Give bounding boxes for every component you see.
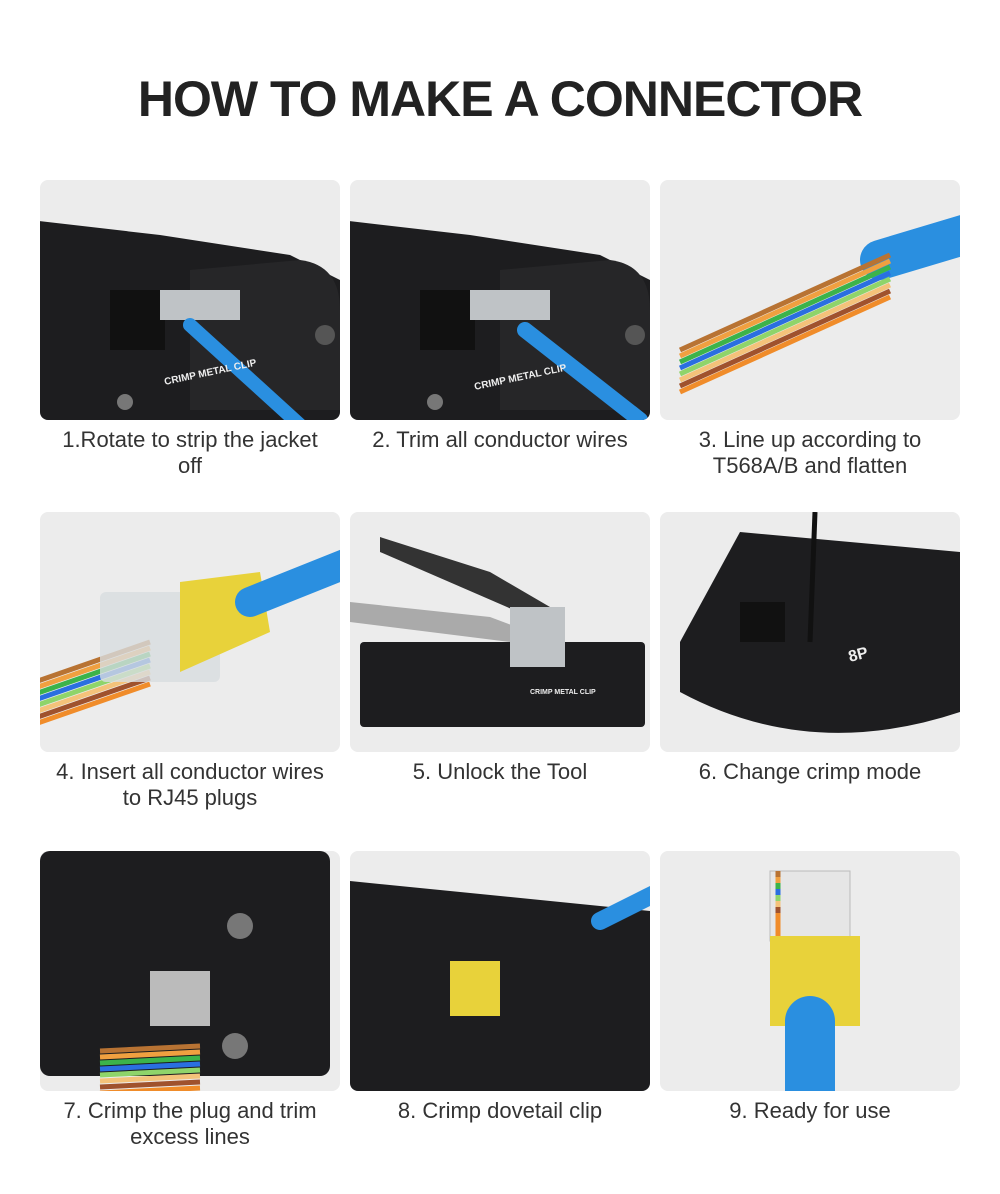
step-caption: 2. Trim all conductor wires bbox=[372, 427, 628, 452]
step-1: CRIMP METAL CLIP 1.Rotate to strip the j… bbox=[40, 180, 340, 479]
step-9: 9. Ready for use bbox=[660, 851, 960, 1124]
step-6: 8P 6. Change crimp mode bbox=[660, 512, 960, 785]
step-2: CRIMP METAL CLIP 2. Trim all conductor w… bbox=[350, 180, 650, 453]
step-3: 3. Line up according to T568A/B and flat… bbox=[660, 180, 960, 479]
product-print-text: CRIMP METAL CLIP bbox=[530, 689, 596, 696]
step-image: CRIMP METAL CLIP bbox=[350, 512, 650, 752]
step-7: 7. Crimp the plug and trim excess lines bbox=[40, 851, 340, 1150]
step-image bbox=[40, 512, 340, 752]
step-image bbox=[350, 851, 650, 1091]
product-print-text: 8P bbox=[847, 644, 871, 666]
step-image: CRIMP METAL CLIP bbox=[40, 180, 340, 420]
step-8: 8. Crimp dovetail clip bbox=[350, 851, 650, 1124]
step-caption: 8. Crimp dovetail clip bbox=[397, 1098, 603, 1123]
rj45-plug-with-wires-illustration bbox=[40, 549, 340, 725]
step-image: 8P bbox=[660, 512, 960, 752]
step-image: CRIMP METAL CLIP bbox=[350, 180, 650, 420]
step-caption: 3. Line up according to T568A/B and flat… bbox=[698, 427, 922, 478]
step-caption: 7. Crimp the plug and trim excess lines bbox=[63, 1098, 317, 1149]
aligned-wires-cable-illustration bbox=[678, 215, 960, 395]
step-image bbox=[40, 851, 340, 1091]
crimp-tool-open-illustration: CRIMP METAL CLIP bbox=[350, 537, 645, 727]
step-caption: 6. Change crimp mode bbox=[698, 759, 922, 784]
crimp-tool-stripping-cable-illustration: CRIMP METAL CLIP bbox=[40, 221, 340, 420]
step-caption: 1.Rotate to strip the jacket off bbox=[62, 427, 318, 478]
crimp-tool-with-plug-illustration bbox=[350, 881, 650, 1091]
step-image bbox=[660, 851, 960, 1091]
page-title: HOW TO MAKE A CONNECTOR bbox=[137, 71, 863, 127]
step-4: 4. Insert all conductor wires to RJ45 pl… bbox=[40, 512, 340, 811]
step-5: CRIMP METAL CLIP 5. Unlock the Tool bbox=[350, 512, 650, 785]
crimp-tool-trimming-wires-illustration: CRIMP METAL CLIP bbox=[350, 221, 650, 420]
finished-rj45-connector-illustration bbox=[769, 870, 860, 1091]
step-caption: 4. Insert all conductor wires to RJ45 pl… bbox=[56, 759, 324, 810]
step-image bbox=[660, 180, 960, 420]
crimp-tool-trimmed-lines-illustration bbox=[40, 851, 330, 1091]
crimp-mode-switch-illustration: 8P bbox=[680, 512, 960, 733]
step-caption: 9. Ready for use bbox=[729, 1098, 891, 1123]
step-caption: 5. Unlock the Tool bbox=[412, 759, 588, 784]
